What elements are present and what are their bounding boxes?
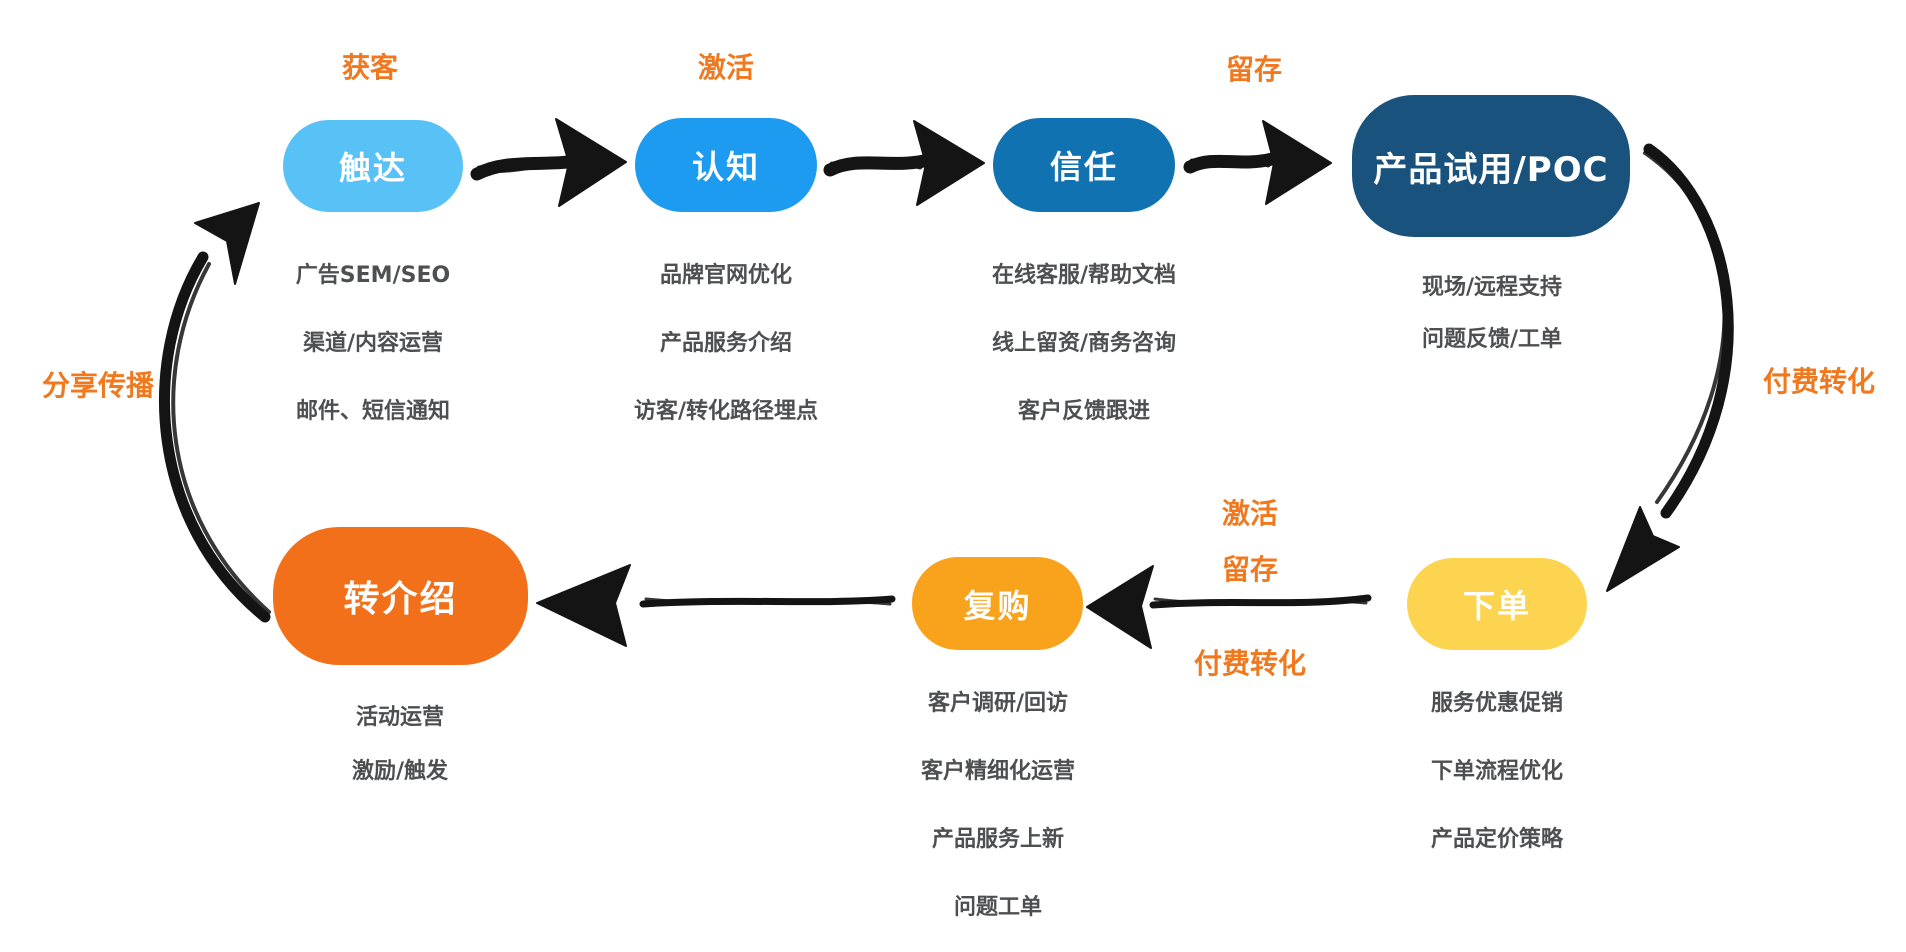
phase-label-share-spread: 分享传播 [41,369,154,402]
stage-node-trust: 信任 [993,118,1175,212]
arrow-renzhi-to-xinren [823,120,985,206]
tactic-item: 客户精细化运营 [920,759,1075,784]
tactic-item: 活动运营 [355,705,444,730]
tactic-item: 产品定价策略 [1430,827,1563,852]
tactic-item: 广告SEM/SEO [295,263,451,288]
tactic-item: 客户反馈跟进 [1017,399,1150,424]
stage-node-repurchase: 复购 [912,557,1083,650]
tactic-item: 产品服务介绍 [659,331,792,356]
tactic-item: 问题反馈/工单 [1421,327,1563,352]
phase-label-retention-mid: 留存 [1221,553,1278,586]
arrow-fugou-to-zhuanjieshao [536,564,896,647]
tactic-item: 线上留资/商务咨询 [991,331,1177,356]
stage-label: 转介绍 [343,579,458,620]
tactic-item: 产品服务上新 [931,827,1064,852]
tactics-reach: 广告SEM/SEO 渠道/内容运营 邮件、短信通知 [253,239,493,443]
tactic-item: 访客/转化路径埋点 [633,399,819,424]
tactics-awareness: 品牌官网优化 产品服务介绍 访客/转化路径埋点 [596,239,856,443]
tactic-item: 在线客服/帮助文档 [991,263,1177,288]
stage-label: 信任 [1049,148,1118,186]
tactic-item: 现场/远程支持 [1421,275,1563,300]
phase-label-acquisition: 获客 [341,51,398,84]
tactics-trust: 在线客服/帮助文档 线上留资/商务咨询 客户反馈跟进 [954,239,1214,443]
tactic-item: 服务优惠促销 [1430,691,1563,716]
stage-label: 下单 [1462,587,1531,625]
phase-label-activation-top: 激活 [697,51,754,84]
tactics-referral: 活动运营 激励/触发 [290,688,510,796]
stage-label: 认知 [691,148,760,186]
tactic-item: 激励/触发 [351,759,449,784]
tactics-order: 服务优惠促销 下单流程优化 产品定价策略 [1387,667,1607,871]
stage-node-reach: 触达 [283,120,463,212]
stage-label: 产品试用/POC [1373,149,1609,190]
tactics-trial-poc: 现场/远程支持 问题反馈/工单 [1377,259,1607,363]
phase-label-retention-top: 留存 [1225,53,1282,86]
stage-node-order: 下单 [1407,558,1587,650]
tactic-item: 问题工单 [953,895,1042,920]
tactics-repurchase: 客户调研/回访 客户精细化运营 产品服务上新 问题工单 [888,667,1108,939]
arrow-poc-to-xiadan-curve [1606,143,1734,592]
stage-node-referral: 转介绍 [273,527,528,665]
tactic-item: 渠道/内容运营 [302,331,444,356]
tactic-item: 邮件、短信通知 [295,399,450,424]
phase-label-paid-conversion-right: 付费转化 [1762,365,1875,398]
arrow-xinren-to-poc [1183,120,1332,205]
arrow-chuda-to-renzhi [470,118,627,207]
stage-node-awareness: 认知 [635,118,817,212]
stage-node-trial-poc: 产品试用/POC [1352,95,1630,237]
stage-label: 复购 [963,586,1032,625]
tactic-item: 品牌官网优化 [659,263,792,288]
phase-label-paid-conversion-mid: 付费转化 [1193,647,1306,680]
tactic-item: 客户调研/回访 [927,691,1069,716]
phase-label-activation-mid: 激活 [1221,497,1278,530]
tactic-item: 下单流程优化 [1430,759,1563,784]
stage-label: 触达 [338,149,407,187]
